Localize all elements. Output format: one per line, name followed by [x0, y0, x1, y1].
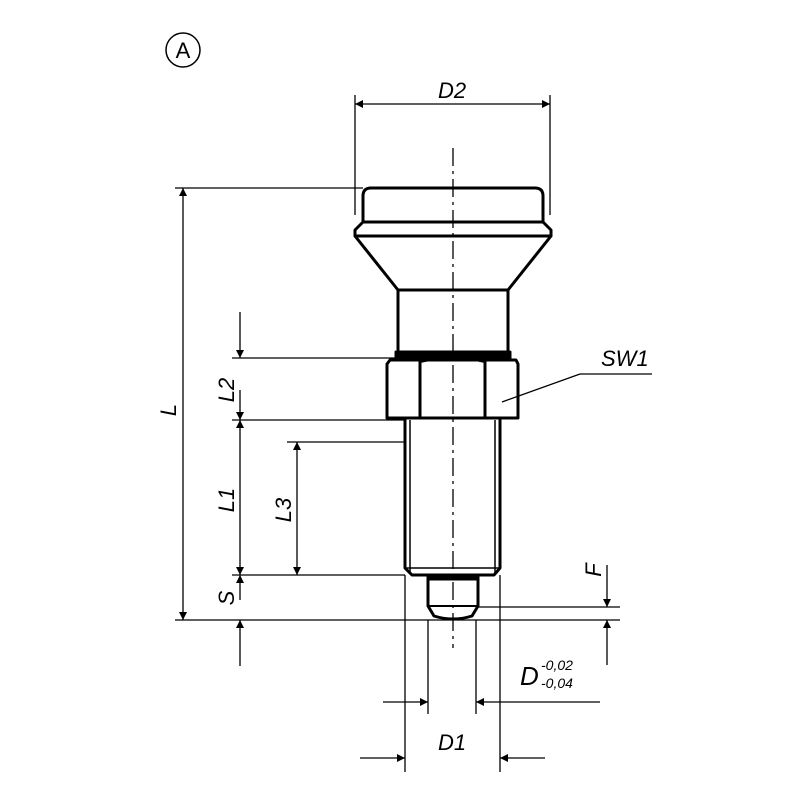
- label-L1: L1: [214, 488, 239, 512]
- label-L2: L2: [214, 378, 239, 402]
- label-D: D: [520, 661, 539, 691]
- label-D-tol-lower: -0,04: [541, 675, 573, 691]
- label-SW1: SW1: [601, 346, 649, 371]
- dimension-labels: D2 L L2 L1 L3 S F SW1 D -0,02 -0,04 D1: [156, 78, 649, 755]
- part-outline: [353, 186, 553, 621]
- label-F: F: [581, 562, 606, 577]
- label-S: S: [214, 590, 239, 605]
- label-D2: D2: [438, 78, 466, 103]
- label-D1: D1: [438, 730, 466, 755]
- label-L: L: [156, 404, 181, 416]
- label-D-tol-upper: -0,02: [541, 657, 573, 673]
- view-label: A: [176, 38, 191, 63]
- view-marker: A: [165, 32, 201, 68]
- dimension-lines: [175, 95, 652, 772]
- label-L3: L3: [271, 497, 296, 522]
